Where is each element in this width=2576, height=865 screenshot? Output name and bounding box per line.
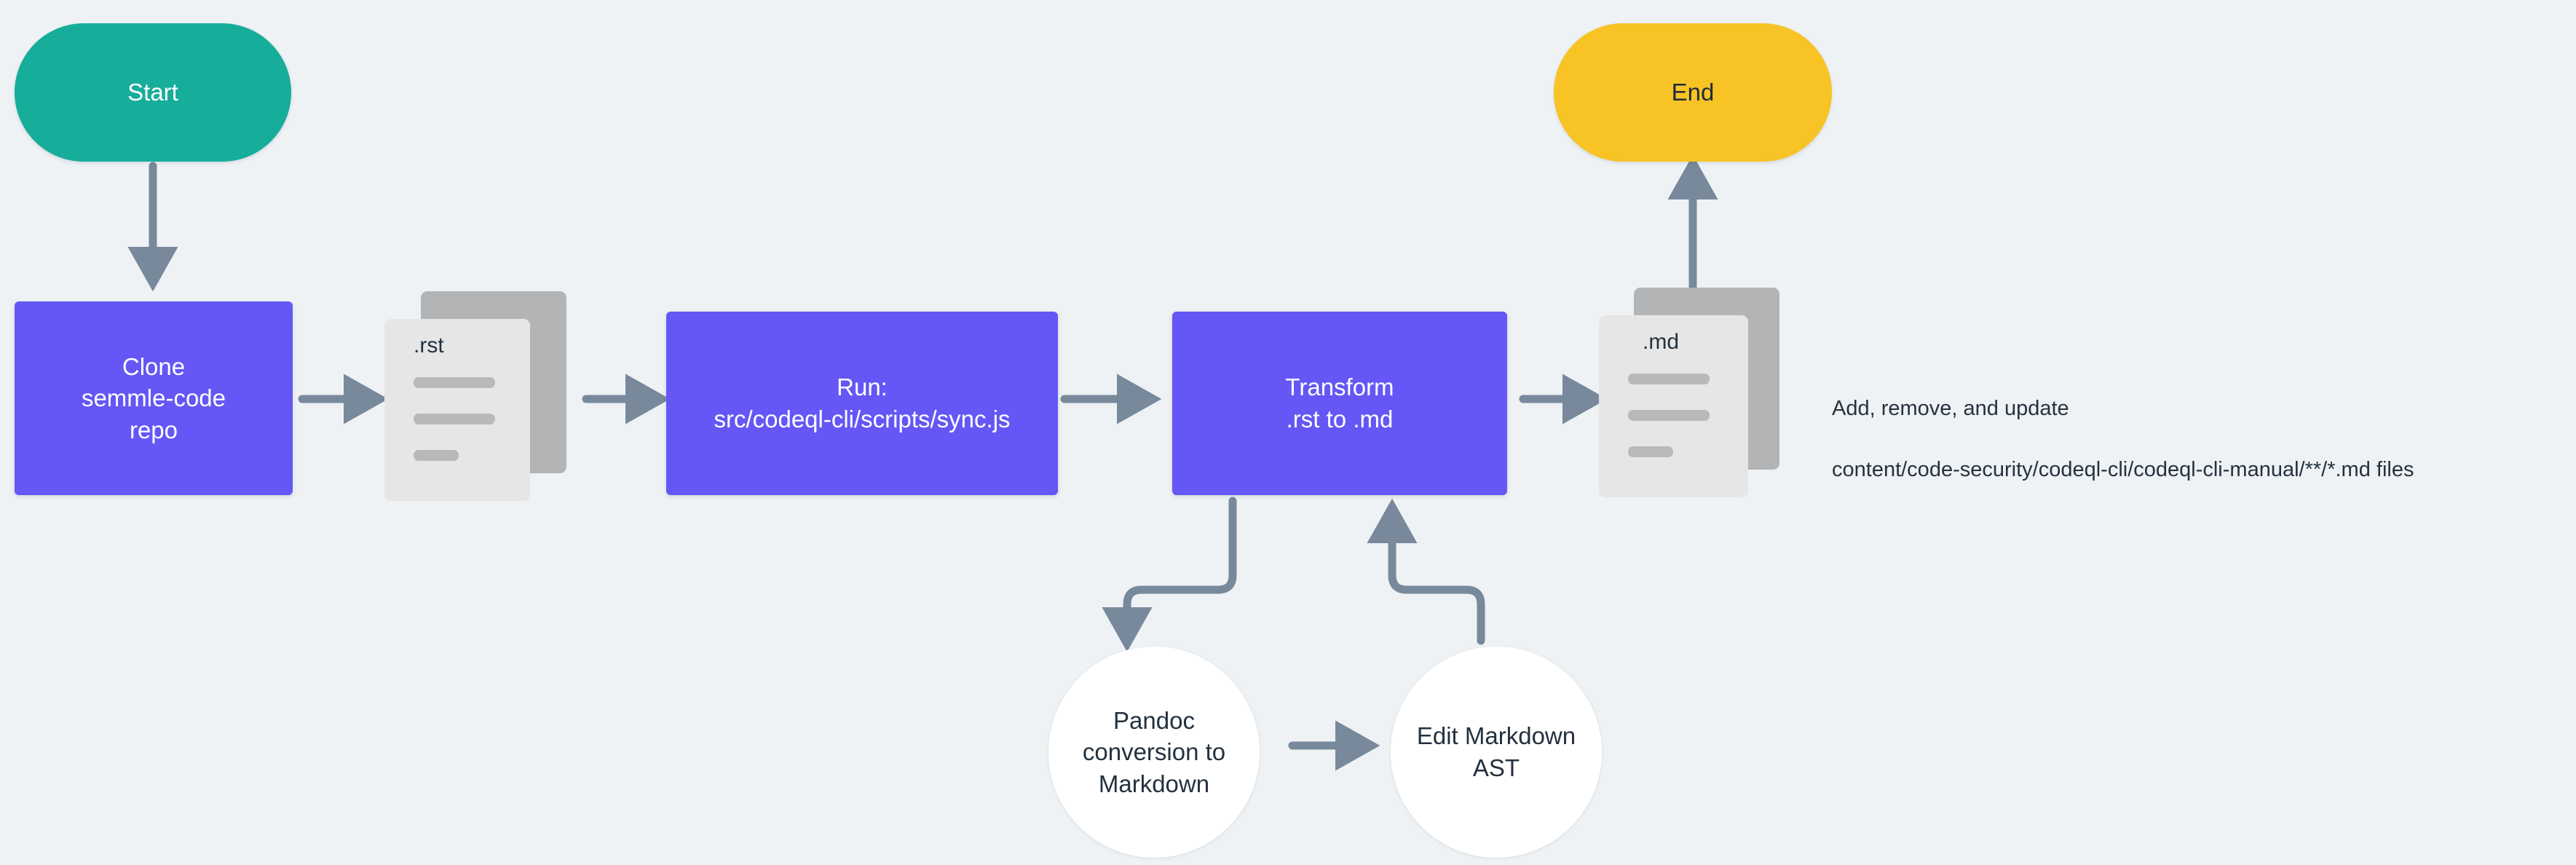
node-clone-repo[interactable]: Clone semmle-code repo [15,301,293,495]
node-edit-markdown-ast[interactable]: Edit Markdown AST [1391,647,1602,858]
node-run-sync-script[interactable]: Run: src/codeql-cli/scripts/sync.js [666,312,1058,495]
document-md-line-2 [1628,410,1710,421]
annotation-line-1: Add, remove, and update [1832,397,2069,421]
node-end[interactable]: End [1554,23,1832,162]
annotation-line-2: content/code-security/codeql-cli/codeql-… [1832,458,2414,482]
node-transform-rst-to-md-label: Transform .rst to .md [1285,374,1394,432]
edge-transform-to-pandoc [1102,497,1237,652]
document-rst-line-3 [414,450,459,461]
document-md-line-3 [1628,446,1673,457]
node-start-label: Start [127,79,178,106]
node-start[interactable]: Start [15,23,291,162]
document-md-line-1 [1628,374,1710,384]
document-md-icon[interactable]: .md [1599,288,1795,499]
node-clone-repo-label: Clone semmle-code repo [81,352,226,443]
node-run-sync-script-label: Run: src/codeql-cli/scripts/sync.js [714,374,1011,432]
document-md-label: .md [1643,330,1680,354]
node-transform-rst-to-md[interactable]: Transform .rst to .md [1172,312,1507,495]
node-end-label: End [1671,79,1715,106]
node-edit-markdown-ast-label: Edit Markdown AST [1416,722,1576,781]
document-md-front-sheet [1599,315,1748,497]
document-rst-icon[interactable]: .rst [384,291,581,502]
document-rst-front-sheet [384,319,530,501]
edge-editast-to-transform [1367,498,1485,645]
node-pandoc-conversion-label: Pandoc conversion to Markdown [1082,706,1226,797]
node-pandoc-conversion[interactable]: Pandoc conversion to Markdown [1048,647,1260,858]
document-rst-line-2 [414,414,495,424]
document-rst-line-1 [414,377,495,388]
annotation-md-files: Add, remove, and update content/code-sec… [1832,363,2567,516]
document-rst-label: .rst [414,333,444,358]
